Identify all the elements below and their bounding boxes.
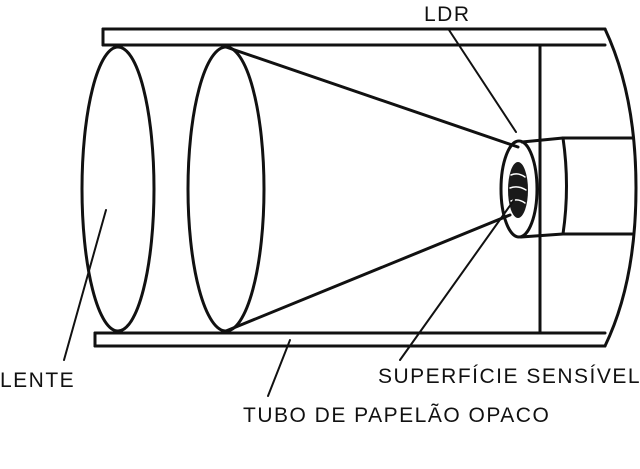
superficie-sensivel-label: SUPERFÍCIE SENSÍVEL <box>378 365 640 388</box>
aperture-ellipse <box>186 45 266 333</box>
tubo-label: TUBO DE PAPELÃO OPACO <box>243 404 551 427</box>
superficie-leader-line <box>399 199 515 361</box>
lens-ellipse <box>80 45 156 333</box>
paper-tube <box>93 27 638 348</box>
lente-leader-line <box>63 209 107 361</box>
light-cone-bottom <box>224 213 512 333</box>
tube-end-curve <box>603 27 638 348</box>
tubo-leader-line <box>267 339 291 397</box>
lente-label: LENTE <box>0 369 76 392</box>
ldr-body-back <box>561 136 568 236</box>
sensitive-surface-pattern <box>509 173 527 204</box>
light-cone-top <box>224 45 520 149</box>
ldr-front-face <box>499 139 539 239</box>
ldr-body-top <box>520 136 565 144</box>
ldr-label: LDR <box>424 3 471 26</box>
ldr-sensor <box>499 136 634 239</box>
ldr-leader-line <box>448 29 517 133</box>
ldr-body-bottom <box>519 232 565 239</box>
